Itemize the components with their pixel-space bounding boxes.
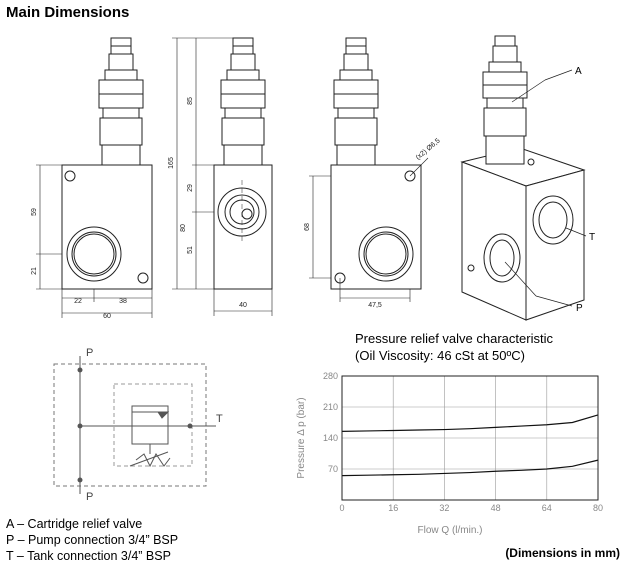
x-tick-label: 48 (491, 503, 501, 513)
callout-t: T (589, 232, 595, 243)
legend-item-a: A – Cartridge relief valve (6, 517, 143, 531)
x-tick-label: 32 (439, 503, 449, 513)
isometric-view (460, 35, 587, 321)
y-tick-label: 280 (323, 371, 338, 381)
dimension-drawing: 59 21 22 38 60 165 85 29 80 51 40 68 47,… (31, 35, 595, 321)
front-view (36, 37, 153, 318)
dim-80: 80 (180, 224, 187, 232)
legend-item-p: P – Pump connection 3/4” BSP (6, 533, 179, 547)
page-heading: Main Dimensions (6, 4, 130, 21)
schematic-p-bottom: P (86, 491, 93, 502)
dim-22: 22 (74, 298, 82, 305)
y-tick-label: 70 (328, 464, 338, 474)
callout-a: A (575, 66, 582, 77)
dim-29: 29 (187, 184, 194, 192)
x-tick-label: 16 (388, 503, 398, 513)
y-tick-label: 210 (323, 402, 338, 412)
x-tick-label: 64 (542, 503, 552, 513)
series-line-1 (341, 414, 599, 432)
hydraulic-schematic: P P T (53, 347, 223, 502)
dim-47-5: 47,5 (368, 302, 382, 309)
callout-p: P (576, 303, 583, 314)
dim-68: 68 (304, 223, 311, 231)
dim-165: 165 (168, 157, 175, 169)
dim-hole: (x2) Ø6,5 (415, 137, 442, 161)
x-tick-label: 0 (339, 503, 344, 513)
x-tick-label: 80 (593, 503, 603, 513)
y-tick-label: 140 (323, 433, 338, 443)
y-axis-label: Pressure Δ p (bar) (296, 397, 307, 478)
dimensions-note: (Dimensions in mm) (505, 546, 620, 560)
dim-40: 40 (239, 302, 247, 309)
dim-59: 59 (31, 208, 38, 216)
dim-85: 85 (187, 97, 194, 105)
series-line-2 (341, 459, 599, 477)
legend-item-t: T – Tank connection 3/4” BSP (6, 549, 171, 563)
chart-title: Pressure relief valve characteristic (355, 331, 553, 346)
schematic-t: T (216, 413, 223, 425)
dim-60: 60 (103, 313, 111, 320)
dim-21: 21 (31, 267, 38, 275)
dim-51: 51 (187, 246, 194, 254)
x-axis-label: Flow Q (l/min.) (418, 525, 483, 536)
plot-frame (341, 375, 599, 501)
dim-38: 38 (119, 298, 127, 305)
side-view (172, 37, 273, 316)
pressure-flow-chart: 0 16 32 48 64 80 70 140 210 280 Flow Q (l/min.) P… (296, 371, 603, 536)
chart-subtitle: (Oil Viscosity: 46 cSt at 50ºC) (355, 348, 525, 363)
schematic-p-top: P (86, 347, 93, 359)
rear-view (309, 37, 429, 302)
